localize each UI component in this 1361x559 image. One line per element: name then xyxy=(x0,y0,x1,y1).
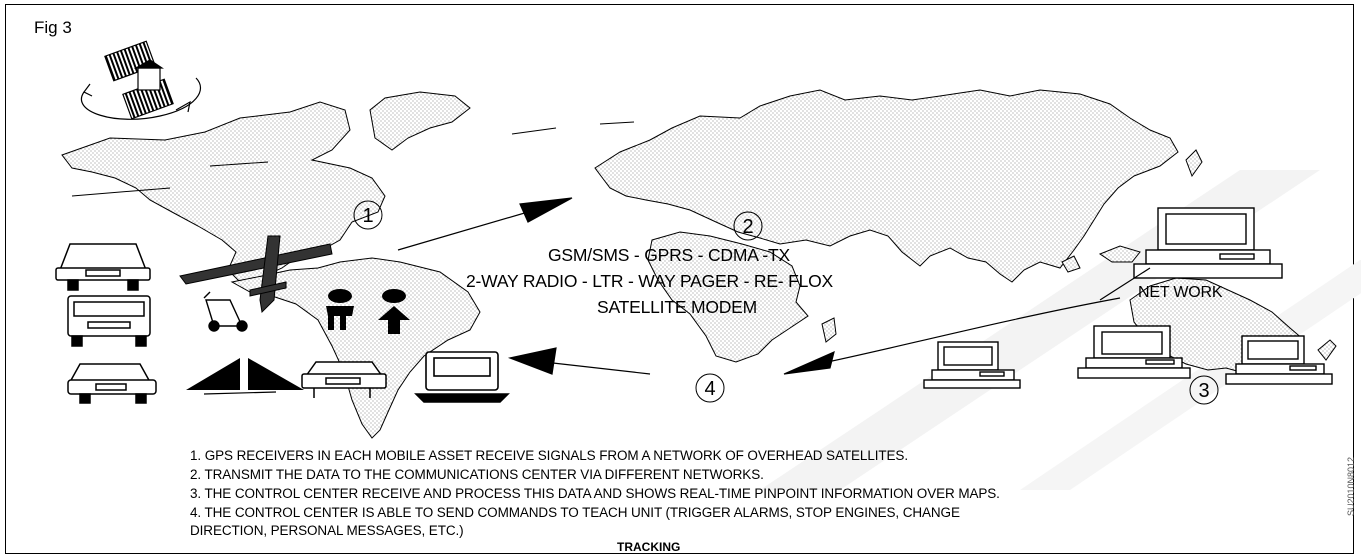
network-label: NET WORK xyxy=(1138,284,1223,301)
flow-arrows xyxy=(397,197,1151,375)
truck-icon xyxy=(414,351,510,403)
bus-icon xyxy=(67,295,151,347)
computer-icon xyxy=(923,341,1021,389)
step-4-continued: DIRECTION, PERSONAL MESSAGES, ETC.) xyxy=(190,523,464,538)
marker-4: 4 xyxy=(704,378,715,400)
arctic-lines xyxy=(71,121,635,197)
eurasia-landmass xyxy=(594,89,1179,283)
world-map xyxy=(61,89,1337,439)
marker-2-circle xyxy=(733,211,763,241)
japan-landmass xyxy=(1185,149,1203,178)
computer-icon xyxy=(1077,325,1191,379)
marker-3: 3 xyxy=(1198,380,1209,402)
car-icon xyxy=(301,361,387,398)
scooter-icon xyxy=(203,291,248,332)
car-icon xyxy=(55,243,151,291)
marker-3-circle xyxy=(1189,375,1219,405)
computer-icon xyxy=(1133,207,1283,279)
ship-icon xyxy=(186,358,304,395)
figure-label: Fig 3 xyxy=(34,18,72,37)
step-3: 3. THE CONTROL CENTER RECEIVE AND PROCES… xyxy=(190,486,1000,501)
step-2: 2. TRANSMIT THE DATA TO THE COMMUNICATIO… xyxy=(190,467,764,482)
person-icon xyxy=(378,289,410,334)
arrow-2-to-3 xyxy=(1099,267,1151,301)
arrow-3-to-4 xyxy=(807,297,1121,367)
arrow-4-to-vehicle xyxy=(543,361,651,375)
new-zealand-landmass xyxy=(1317,339,1337,361)
airplane-icon xyxy=(179,235,333,314)
marker-2: 2 xyxy=(742,216,753,238)
step-1: 1. GPS RECEIVERS IN EACH MOBILE ASSET RE… xyxy=(190,448,908,463)
greenland-landmass xyxy=(369,91,471,151)
person-icon xyxy=(326,289,354,330)
step-4: 4. THE CONTROL CENTER IS ABLE TO SEND CO… xyxy=(190,505,960,520)
north-america-landmass xyxy=(61,101,386,283)
satellite-icon xyxy=(81,40,202,120)
figure-code: SU2010N8012 xyxy=(1346,456,1356,516)
south-america-landmass xyxy=(230,257,481,439)
marker-1: 1 xyxy=(362,205,373,227)
marker-1-circle xyxy=(353,200,383,230)
computer-icon xyxy=(1225,335,1333,385)
network-caption-line1: GSM/SMS - GPRS - CDMA -TX xyxy=(548,245,790,265)
marker-4-circle xyxy=(695,373,725,403)
network-caption-line2: 2-WAY RADIO - LTR - WAY PAGER - RE- FLOX xyxy=(466,271,833,291)
arrow-1-to-2 xyxy=(397,211,529,251)
car-icon xyxy=(67,363,157,404)
indonesia-landmass xyxy=(1098,245,1141,263)
madagascar-landmass xyxy=(821,317,837,343)
network-caption-line3: SATELLITE MODEM xyxy=(597,297,758,317)
island-landmass xyxy=(1061,255,1081,273)
africa-landmass xyxy=(647,231,809,363)
diagram-title: TRACKING xyxy=(617,540,681,554)
